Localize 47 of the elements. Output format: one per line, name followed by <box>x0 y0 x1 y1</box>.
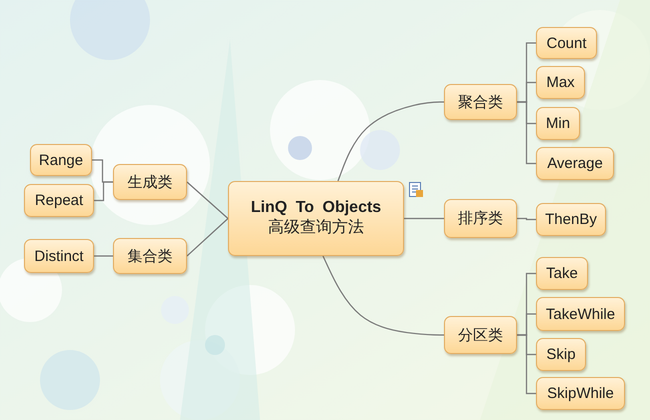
connector-line <box>404 218 444 220</box>
topic-box <box>536 377 625 410</box>
topic-title: TakeWhile <box>546 306 616 322</box>
connector-line <box>337 101 444 182</box>
topic-title: Min <box>546 115 570 132</box>
topic-box <box>536 297 625 331</box>
topic-box <box>536 147 614 180</box>
topic-box <box>113 238 187 274</box>
topic-box <box>24 184 94 217</box>
topic-box <box>444 84 517 120</box>
topic-title: Distinct <box>34 248 84 264</box>
topic-title: 分区类 <box>458 326 503 344</box>
topic-box <box>24 239 94 273</box>
topic-subtitle: 高级查询方法 <box>268 218 364 238</box>
connector-line <box>517 101 536 164</box>
topic-box <box>536 257 588 290</box>
topic-title: Average <box>547 155 603 172</box>
topic-box <box>113 164 187 200</box>
topic-box <box>444 316 517 354</box>
connector-line <box>517 218 536 220</box>
connector-line <box>186 182 228 219</box>
connector-line <box>322 256 444 336</box>
topic-title: 聚合类 <box>458 92 503 112</box>
topic-title: ThenBy <box>545 211 597 228</box>
topic-box <box>536 338 586 371</box>
connector-line <box>94 181 113 202</box>
topic-title: Repeat <box>34 192 84 209</box>
topic-box <box>30 144 92 176</box>
topic-title: Take <box>546 265 578 282</box>
topic-title: 集合类 <box>128 246 172 266</box>
topic-title: Range <box>38 152 84 168</box>
central-topic-box <box>228 181 404 256</box>
topic-title: LinQ To Objects <box>250 199 382 217</box>
topic-title: Count <box>546 34 587 52</box>
connector-line <box>517 334 536 394</box>
topic-title: Skip <box>546 346 576 363</box>
topic-box <box>536 27 597 59</box>
topic-box <box>536 203 606 236</box>
topic-title: 排序类 <box>458 209 503 228</box>
topic-title: Max <box>546 74 575 91</box>
topic-box <box>536 66 585 99</box>
topic-box <box>536 107 580 140</box>
connector-line <box>186 218 228 256</box>
connector-line <box>94 255 113 257</box>
topic-title: SkipWhile <box>547 385 614 402</box>
topic-title: 生成类 <box>128 172 172 192</box>
topic-box <box>444 199 517 238</box>
